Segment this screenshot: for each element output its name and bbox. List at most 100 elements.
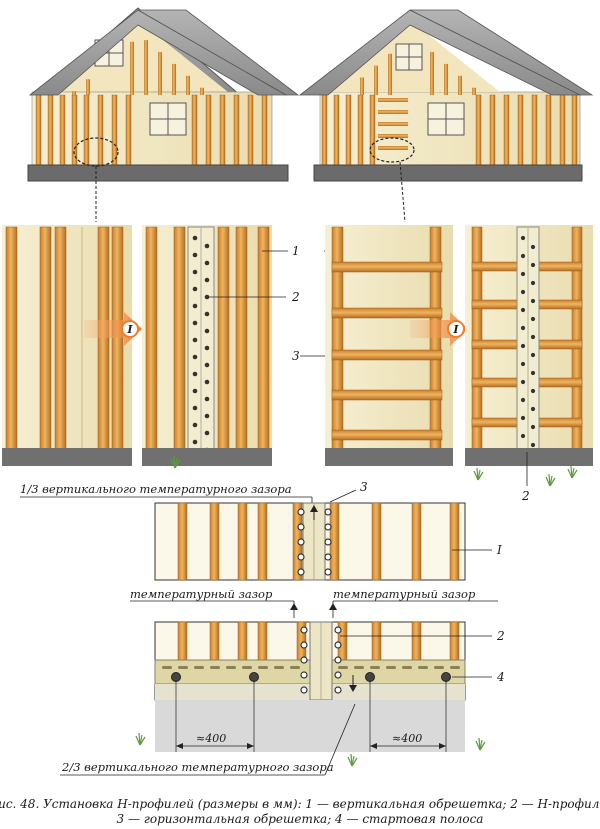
screw — [300, 656, 308, 664]
screw — [204, 311, 210, 317]
zoom-marker-right — [369, 137, 415, 163]
stud — [321, 94, 328, 167]
vertical-batten — [177, 502, 188, 581]
screw — [192, 371, 198, 377]
stud — [489, 94, 496, 167]
grass-blade — [174, 459, 181, 469]
screw — [297, 523, 305, 531]
grass-blade — [549, 477, 556, 487]
screw — [530, 442, 536, 448]
screw — [297, 568, 305, 576]
label-horizontal-batten: 3 — [292, 349, 300, 363]
vertical-batten — [39, 226, 52, 450]
grass-blade — [351, 757, 358, 767]
horizontal-batten — [538, 377, 583, 388]
screw — [192, 405, 198, 411]
screw — [204, 277, 210, 283]
ladder-rung — [378, 146, 408, 150]
strip-slot — [178, 666, 188, 669]
vertical-batten — [237, 621, 248, 663]
vertical-batten — [371, 621, 382, 663]
screw — [334, 686, 342, 694]
screw — [530, 370, 536, 376]
screw — [520, 235, 526, 241]
screw — [300, 641, 308, 649]
ladder-rung — [378, 122, 408, 126]
grass-tuft — [170, 455, 181, 469]
screw — [192, 439, 198, 445]
screw — [324, 538, 332, 546]
horizontal-batten — [471, 417, 518, 428]
screw — [520, 307, 526, 313]
screw — [204, 294, 210, 300]
house-left — [27, 7, 300, 222]
vertical-batten — [217, 226, 230, 450]
strip-slot — [338, 666, 348, 669]
strip-slot — [402, 666, 412, 669]
grass-tuft — [567, 465, 578, 479]
screw — [192, 269, 198, 275]
stud — [47, 94, 54, 167]
gable-stud — [186, 75, 190, 95]
screw — [530, 334, 536, 340]
screw — [204, 260, 210, 266]
screw — [192, 286, 198, 292]
screw — [300, 671, 308, 679]
grass-tuft — [473, 467, 484, 481]
label-detail-2: 2 — [496, 629, 505, 643]
horizontal-batten — [331, 307, 443, 319]
horizontal-batten — [471, 261, 518, 272]
stud — [503, 94, 510, 167]
gable-stud — [444, 63, 448, 95]
vertical-batten — [209, 621, 220, 663]
strip-slot — [242, 666, 252, 669]
screw — [530, 352, 536, 358]
screw — [297, 508, 305, 516]
screw — [530, 316, 536, 322]
gable-stud — [374, 65, 378, 95]
screw — [520, 379, 526, 385]
vertical-batten — [449, 502, 460, 581]
vertical-batten — [571, 226, 583, 450]
stud — [571, 94, 578, 167]
gable-stud — [72, 91, 76, 95]
horizontal-batten — [471, 299, 518, 310]
screw — [192, 252, 198, 258]
screw — [324, 568, 332, 576]
step-arrow-right: I — [410, 312, 468, 346]
screw — [324, 508, 332, 516]
grass-blade — [477, 471, 484, 481]
gable-stud — [130, 41, 134, 95]
stud — [345, 94, 352, 167]
stud — [357, 94, 364, 167]
stud — [219, 94, 226, 167]
vertical-batten — [237, 502, 248, 581]
horizontal-batten — [538, 299, 583, 310]
gable-stud — [200, 87, 204, 95]
annotation-two-thirds-gap: 2/3 вертикального температурного зазора — [61, 760, 334, 774]
step-arrow-left: I — [84, 312, 142, 346]
vertical-batten — [471, 226, 483, 450]
step-label-2: I — [452, 323, 459, 336]
vertical-batten — [257, 502, 268, 581]
ladder-rung — [378, 110, 408, 114]
stud — [71, 94, 78, 167]
screw — [520, 289, 526, 295]
screw — [192, 337, 198, 343]
horizontal-batten — [538, 339, 583, 350]
stud — [545, 94, 552, 167]
stud — [261, 94, 268, 167]
vertical-batten — [54, 226, 67, 450]
stud — [559, 94, 566, 167]
screw — [192, 235, 198, 241]
vertical-batten — [257, 226, 270, 450]
screw — [204, 430, 210, 436]
detail-bottom: температурный зазор температурный зазор … — [60, 587, 505, 776]
strip-slot — [354, 666, 364, 669]
vertical-batten — [371, 502, 382, 581]
screw — [324, 553, 332, 561]
stud — [59, 94, 66, 167]
screw — [300, 686, 308, 694]
horizontal-batten — [471, 377, 518, 388]
screw — [192, 388, 198, 394]
